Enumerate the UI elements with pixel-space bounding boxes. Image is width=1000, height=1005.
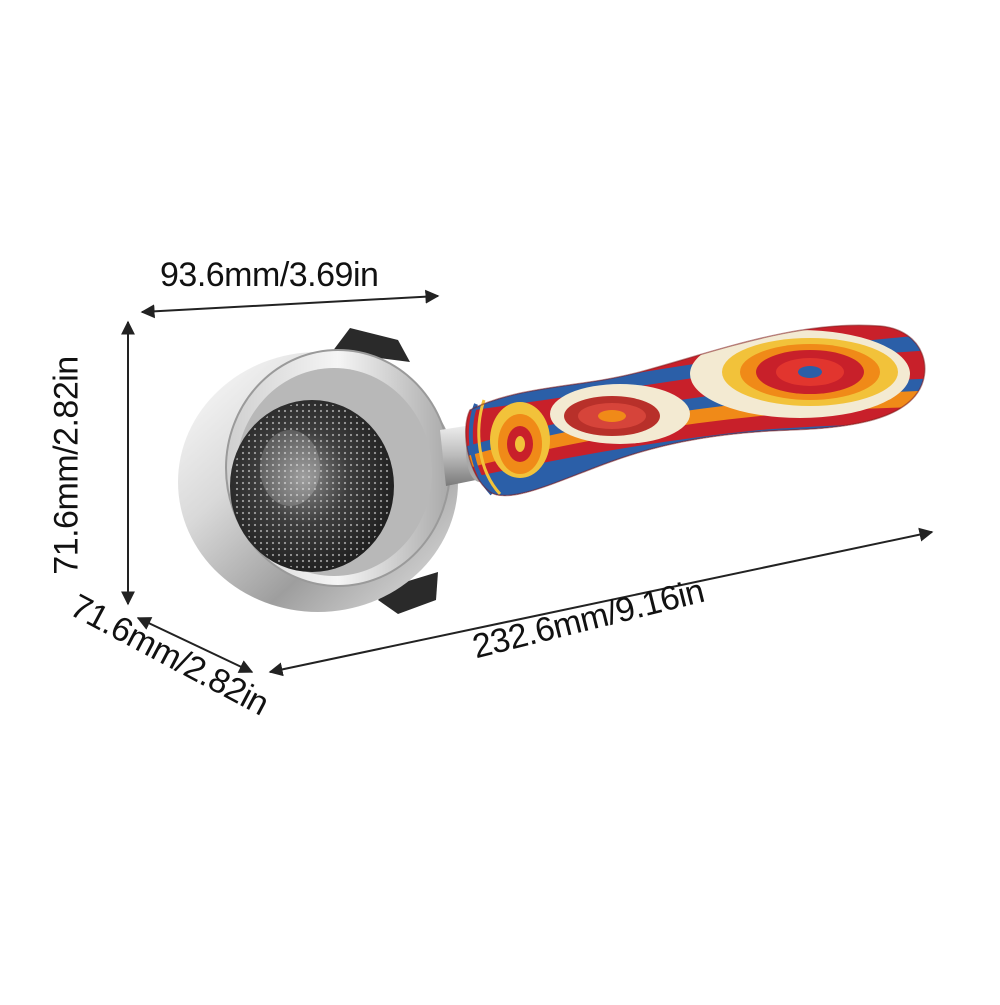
dim-line-length xyxy=(268,527,934,677)
dimension-label-top-width: 93.6mm/3.69in xyxy=(160,256,379,294)
basket-shine xyxy=(260,430,320,506)
dimension-label-height: 71.6mm/2.82in xyxy=(47,356,86,575)
dim-line-depth xyxy=(136,617,254,673)
portafilter-ear-bottom xyxy=(378,572,438,614)
filter-basket-holes xyxy=(232,402,392,570)
wooden-handle xyxy=(465,324,926,497)
dim-line-top xyxy=(140,289,440,319)
